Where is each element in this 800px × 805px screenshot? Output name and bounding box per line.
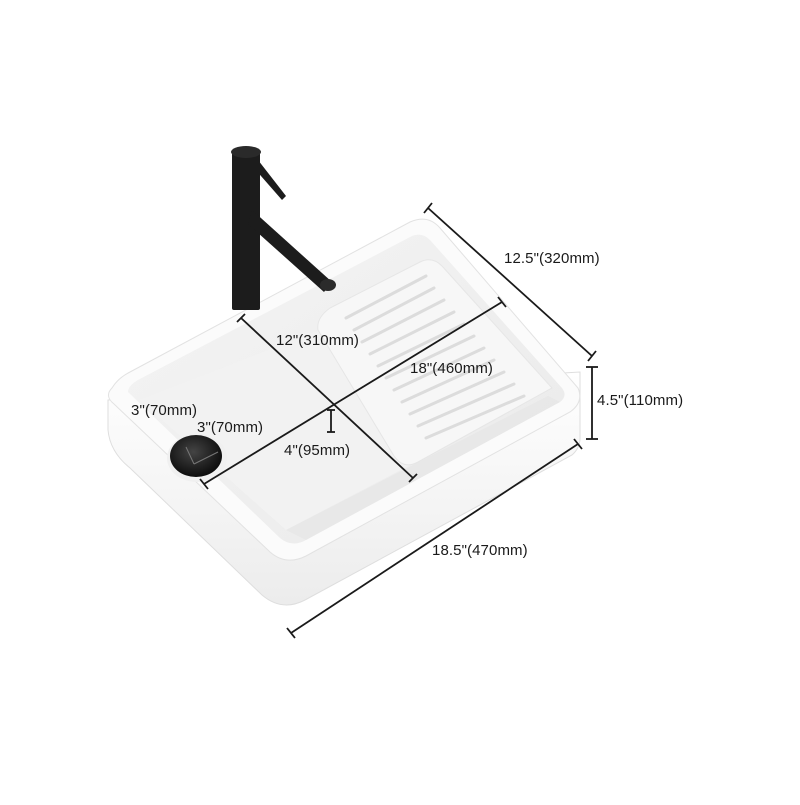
dim-label-drain-b: 3"(70mm) bbox=[197, 419, 264, 436]
dim-line-inner-length bbox=[203, 301, 503, 485]
dim-label-drain-a: 3"(70mm) bbox=[131, 402, 198, 419]
dim-label-inner-length: 18"(460mm) bbox=[410, 360, 494, 377]
drain-icon bbox=[167, 434, 227, 482]
washboard-ridges bbox=[344, 274, 526, 440]
black-faucet-icon bbox=[231, 146, 336, 310]
dim-label-inner-depth: 4"(95mm) bbox=[284, 442, 351, 459]
dim-label-outer-depth: 12.5"(320mm) bbox=[504, 250, 600, 267]
dim-label-inner-width: 12"(310mm) bbox=[276, 332, 360, 349]
dim-label-outer-length: 18.5"(470mm) bbox=[432, 542, 528, 559]
dim-line-outer-depth bbox=[427, 207, 593, 357]
dim-line-inner-width bbox=[240, 317, 414, 479]
dimension-lines bbox=[199, 202, 598, 639]
washboard bbox=[317, 259, 553, 466]
dim-line-outer-length bbox=[290, 443, 579, 634]
dim-label-height: 4.5"(110mm) bbox=[597, 392, 684, 409]
